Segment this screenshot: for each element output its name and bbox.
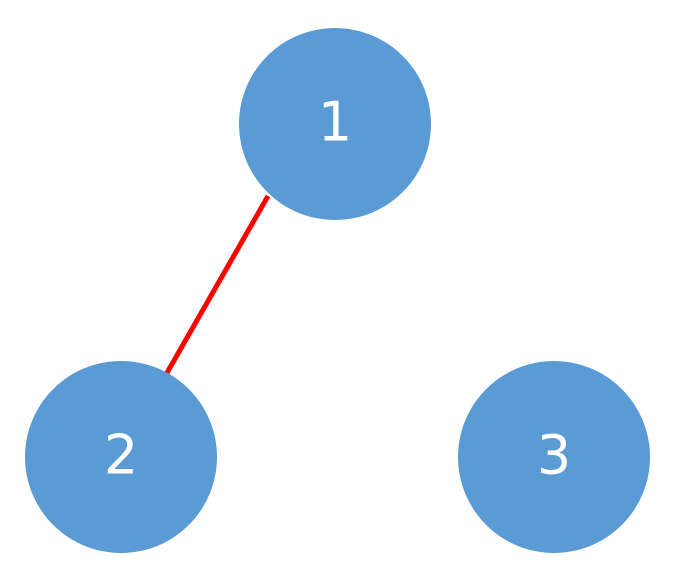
node-1-label: 1	[318, 91, 352, 154]
node-3-circle	[458, 361, 650, 553]
node-3-label: 3	[537, 424, 571, 487]
edge-1-2	[161, 194, 271, 380]
edges-layer	[161, 194, 271, 380]
nodes-layer: 1 2 3	[25, 28, 650, 553]
node-2: 2	[25, 361, 217, 553]
node-3: 3	[458, 361, 650, 553]
node-2-circle	[25, 361, 217, 553]
node-1: 1	[239, 28, 431, 220]
node-1-circle	[239, 28, 431, 220]
node-2-label: 2	[104, 424, 138, 487]
